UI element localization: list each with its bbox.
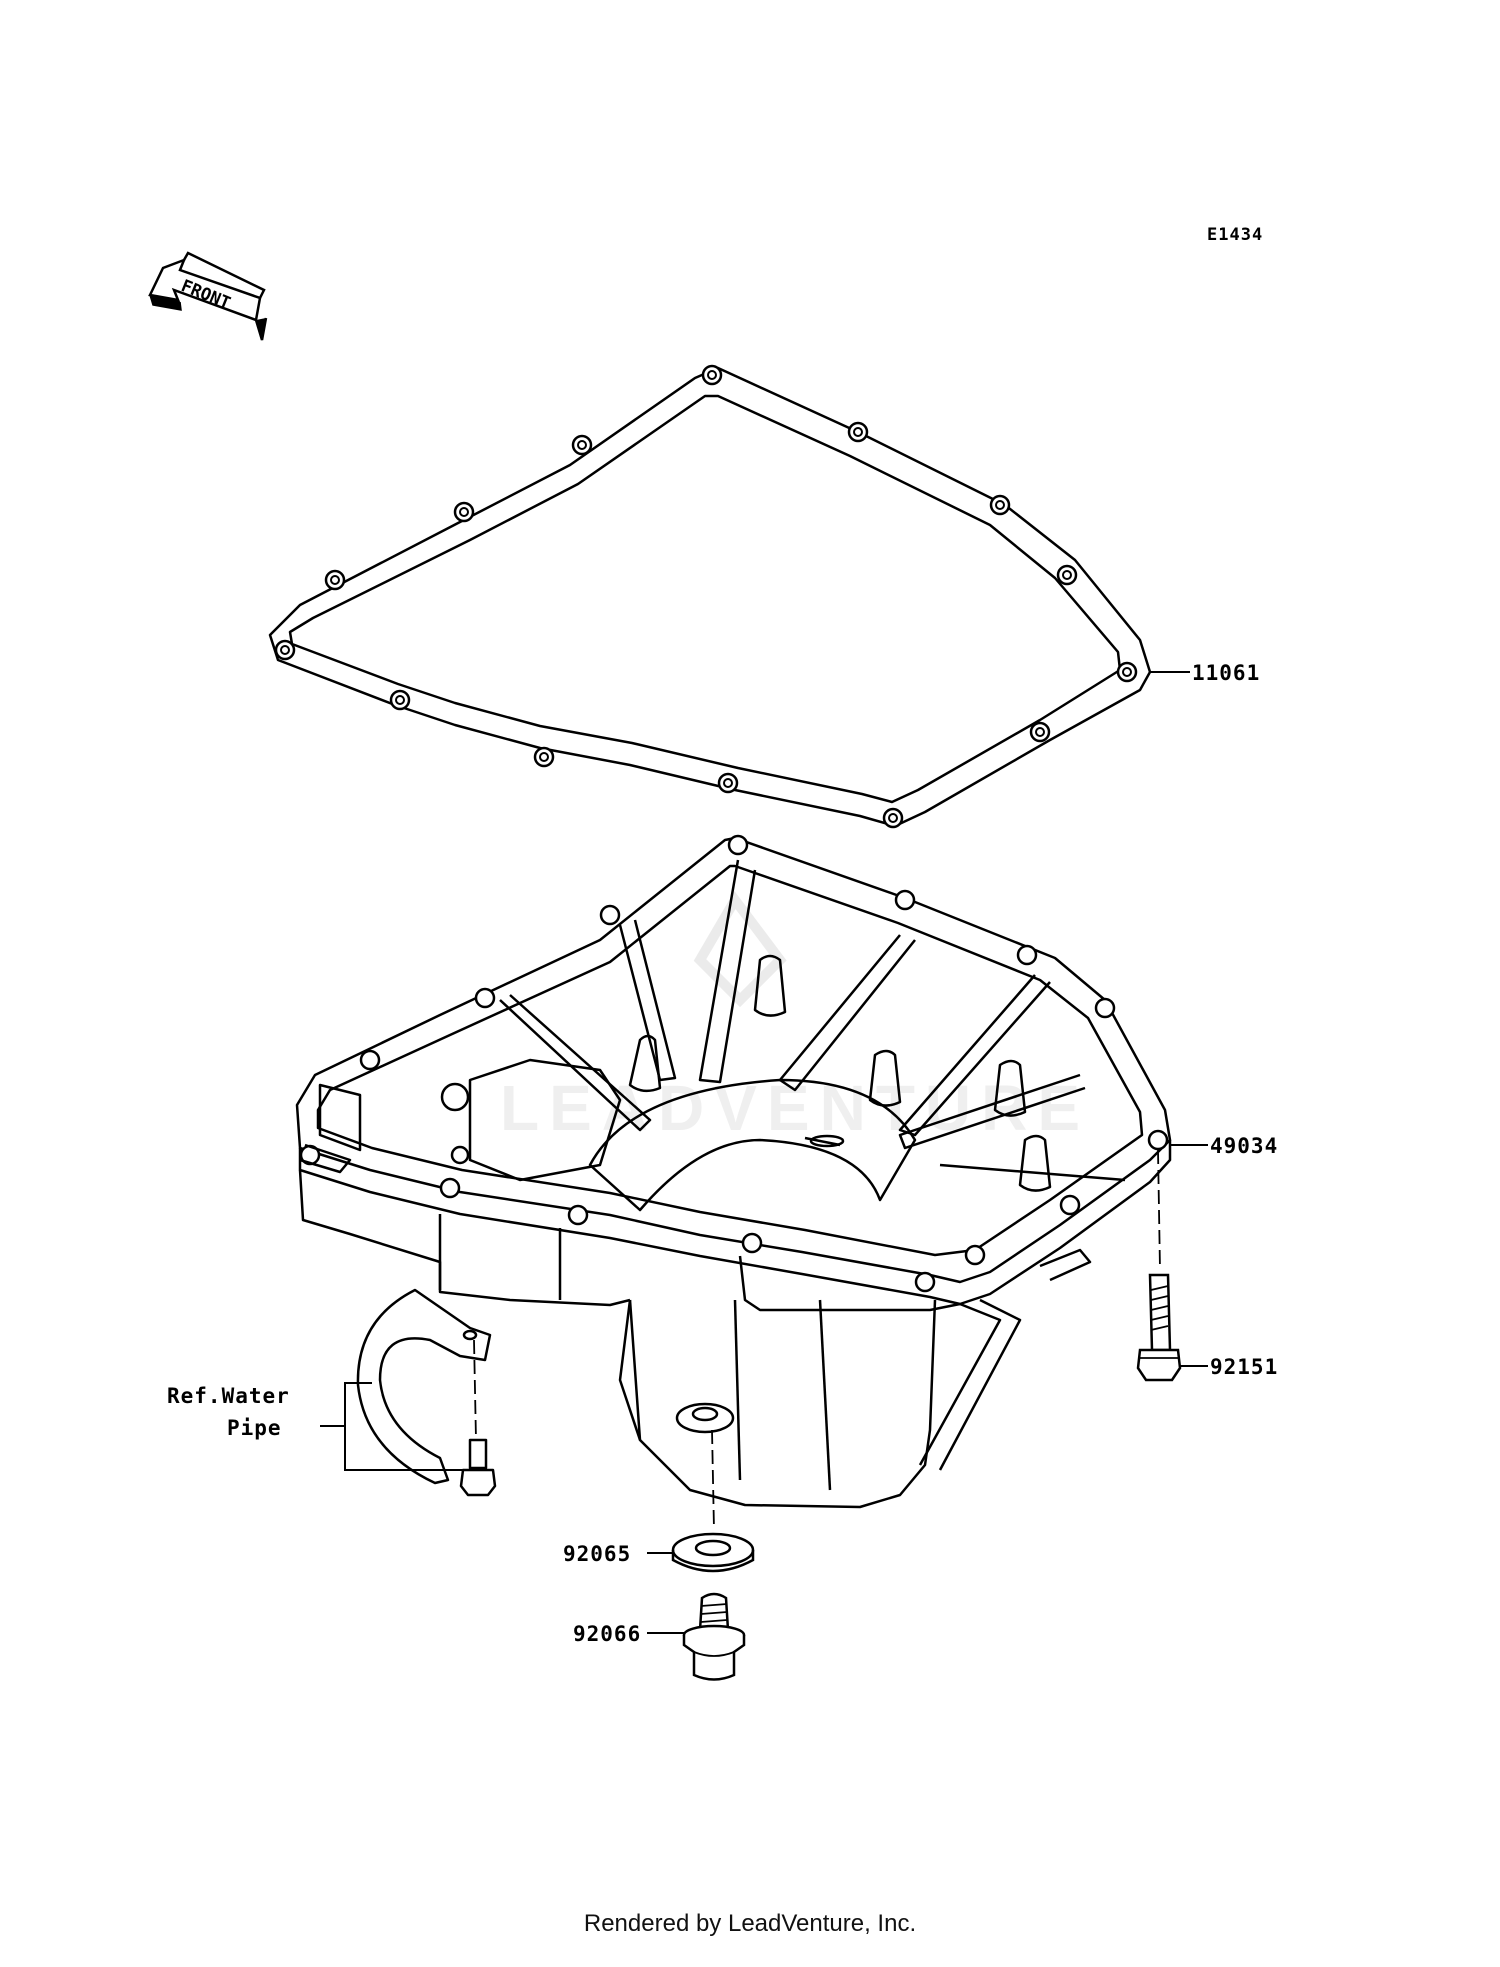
figure-code: E1434	[1207, 225, 1263, 245]
footer-credit: Rendered by LeadVenture, Inc.	[583, 1910, 917, 1937]
water-pipe-clamp	[356, 1288, 497, 1497]
pan-bolt	[1136, 1149, 1182, 1382]
callout-92151: 92151	[1210, 1355, 1278, 1379]
callout-49034: 49034	[1210, 1134, 1278, 1158]
callout-11061: 11061	[1192, 661, 1260, 685]
drain-washer	[671, 1429, 755, 1573]
callout-92066: 92066	[573, 1622, 641, 1646]
drain-plug	[682, 1592, 746, 1681]
callout-92065: 92065	[563, 1542, 631, 1566]
oil-pan	[295, 834, 1172, 1509]
ref-water-label: Ref.Water	[167, 1384, 290, 1408]
ref-pipe-label: Pipe	[227, 1416, 282, 1440]
oil-pan-gasket	[268, 364, 1152, 829]
front-arrow-icon	[148, 251, 268, 341]
